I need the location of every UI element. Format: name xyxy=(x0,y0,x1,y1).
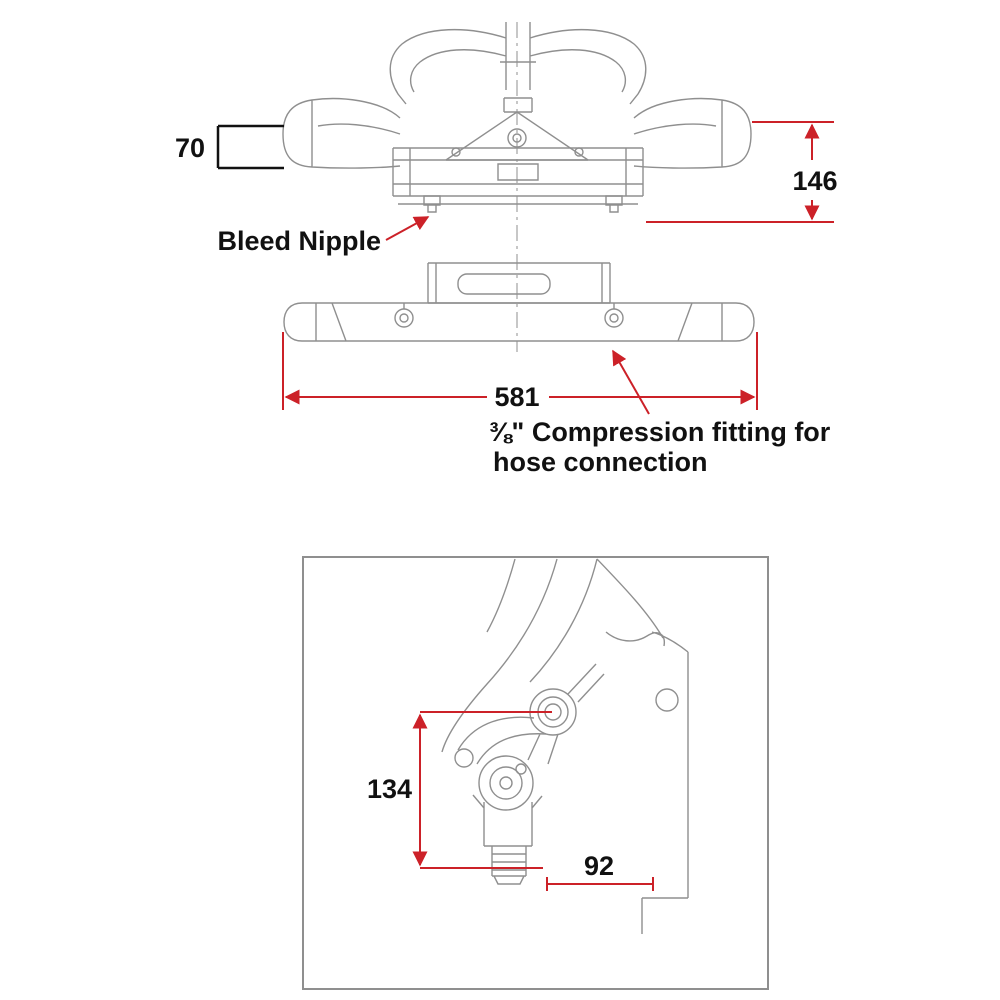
engine-cowl-outline-path xyxy=(389,22,647,105)
dimension-146 xyxy=(646,121,834,223)
dimension-581-label: 581 xyxy=(494,382,539,412)
dimension-134-extension-lines xyxy=(420,711,552,869)
dimension-92-label: 92 xyxy=(584,851,614,881)
lever-end-circle xyxy=(454,748,474,768)
compression-fitting-label-line1: ⅜" Compression fitting for xyxy=(489,417,831,447)
compression-fitting-label-line2: hose connection xyxy=(493,447,708,477)
mount-bolt-circle-inner xyxy=(512,133,522,143)
dimension-92-end-ticks xyxy=(546,877,654,891)
dimension-92 xyxy=(546,877,654,891)
cylinder-body-circle-outer xyxy=(478,755,534,811)
detail-cowl-curves-path xyxy=(441,558,665,753)
top-view-drawing xyxy=(282,22,755,352)
support-block-slot xyxy=(457,273,551,295)
transom-bracket-path xyxy=(641,631,689,934)
cylinder-body-circle-inner xyxy=(499,776,513,790)
compression-fitting-left-inner xyxy=(399,313,409,323)
compression-fitting-left-circle xyxy=(394,308,414,328)
detail-view xyxy=(302,556,769,990)
right-cylinder-arm-path xyxy=(633,97,752,169)
lower-support-block-path xyxy=(427,262,611,304)
dimension-70-label: 70 xyxy=(175,133,205,163)
mount-bolt-circle xyxy=(507,128,527,148)
bracket-hole-circle xyxy=(655,688,679,712)
compression-fitting-right-circle xyxy=(604,308,624,328)
cylinder-bolt-circle xyxy=(515,763,527,775)
dimension-134 xyxy=(412,711,552,869)
dimension-146-label: 146 xyxy=(792,166,837,196)
dimension-134-label: 134 xyxy=(367,774,412,804)
bleed-nipple-arrow xyxy=(385,216,430,241)
dimension-146-extension-lines xyxy=(646,121,834,223)
bleed-nipple-annotation xyxy=(385,216,430,241)
cylinder-crossbar-path xyxy=(392,147,644,205)
detail-view-frame xyxy=(302,556,769,990)
tilt-tube-path xyxy=(283,302,755,342)
compression-fitting-right-inner xyxy=(609,313,619,323)
bleed-nipple-shapes xyxy=(423,195,623,213)
compression-fitting-annotation xyxy=(612,349,650,415)
left-cylinder-arm-path xyxy=(282,97,401,169)
cylinder-body-circle-mid xyxy=(489,766,523,800)
dimension-70-bracket xyxy=(216,124,284,170)
steering-linkage-path xyxy=(457,663,605,885)
bleed-nipple-label: Bleed Nipple xyxy=(217,226,381,256)
dimension-581-extension-lines xyxy=(282,332,758,410)
dimension-581 xyxy=(282,332,758,410)
dimension-70 xyxy=(216,124,284,170)
compression-fitting-arrow xyxy=(612,349,650,415)
